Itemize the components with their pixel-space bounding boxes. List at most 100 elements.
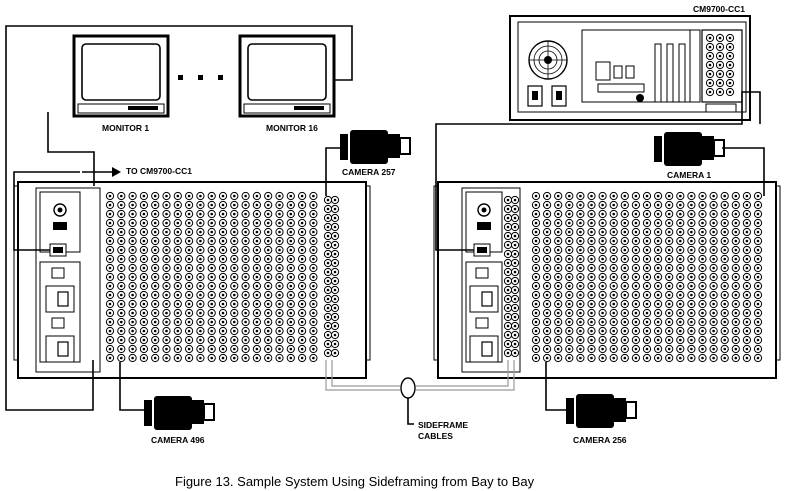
bnc-connector-pin [667,329,671,333]
bnc-connector-pin [645,212,649,216]
bnc-connector-pin [312,347,315,351]
bnc-connector-pin [590,356,593,360]
bnc-connector-pin [712,275,715,279]
bnc-connector-pin [690,239,693,243]
sideframe-connector-pin [333,225,337,229]
camera-256 [566,394,637,428]
bnc-connector-pin [255,347,259,351]
bnc-connector-pin [579,338,582,342]
bnc-connector-pin [534,284,538,288]
bnc-connector-pin [176,302,180,306]
bnc-connector-pin [255,311,259,315]
bnc-connector-pin [656,338,660,342]
bnc-connector-pin [623,302,627,306]
bnc-connector-pin [187,311,191,315]
bnc-connector-pin [199,284,202,288]
bnc-connector-pin [656,257,660,261]
bnc-connector-pin [623,257,627,261]
bnc-connector-pin [701,203,704,207]
bnc-connector-pin [634,302,638,306]
sideframe-connector-pin [513,252,517,256]
sideframe-connector-pin [333,297,337,301]
bnc-connector-pin [266,248,270,252]
bnc-connector-pin [756,329,760,333]
bnc-connector-pin [556,230,560,234]
bnc-connector-pin [210,275,213,279]
bnc-connector-pin [545,302,549,306]
bnc-connector-pin [199,266,202,270]
sideframe-connector-pin [513,279,517,283]
bnc-connector-pin [690,329,693,333]
bnc-connector-pin [221,221,225,225]
cc1-port-pin [708,72,712,76]
sideframe-connector-pin [326,297,330,301]
bnc-connector-pin [734,221,738,225]
bnc-connector-pin [165,329,168,333]
sideframe-connector-pin [333,216,337,220]
bnc-connector-pin [645,203,649,207]
bnc-connector-pin [153,293,157,297]
bnc-connector-pin [534,248,538,252]
bnc-connector-pin [612,248,615,252]
bnc-connector-pin [255,221,259,225]
sideframe-connector-pin [333,324,337,328]
bnc-connector-pin [667,248,671,252]
bnc-connector-pin [667,275,671,279]
bnc-connector-pin [568,302,571,306]
bnc-connector-pin [690,293,693,297]
bnc-connector-pin [289,257,293,261]
bnc-connector-pin [712,311,715,315]
bnc-connector-pin [300,311,304,315]
bnc-connector-pin [120,338,123,342]
bnc-connector-pin [312,248,315,252]
bnc-connector-pin [300,221,304,225]
sideframe-connector-pin [326,216,330,220]
bnc-connector-pin [745,338,749,342]
bnc-connector-pin [210,230,213,234]
bnc-connector-pin [612,230,615,234]
bnc-connector-pin [679,275,682,279]
bnc-connector-pin [289,284,293,288]
sideframe-connector-pin [333,198,337,202]
bnc-connector-pin [165,320,168,324]
bnc-connector-pin [153,248,157,252]
bnc-connector-pin [590,230,593,234]
bnc-connector-pin [278,239,281,243]
bnc-connector-pin [244,212,247,216]
ellipsis-dots [178,75,223,80]
bnc-connector-pin [210,329,213,333]
bnc-connector-pin [142,230,146,234]
bnc-connector-pin [745,347,749,351]
bnc-connector-pin [289,311,293,315]
sideframe-connector-pin [506,270,510,274]
bnc-connector-pin [187,347,191,351]
bnc-connector-pin [278,221,281,225]
bnc-connector-pin [221,338,225,342]
bnc-connector-pin [278,203,281,207]
bnc-connector-pin [266,329,270,333]
bnc-connector-pin [266,230,270,234]
bnc-connector-pin [556,248,560,252]
bnc-connector-pin [534,266,538,270]
sideframe-connector-pin [513,315,517,319]
bnc-connector-pin [165,194,168,198]
bnc-connector-pin [266,275,270,279]
bnc-connector-pin [233,284,236,288]
sideframe-connector-pin [326,270,330,274]
bnc-connector-pin [568,329,571,333]
bnc-connector-pin [244,266,247,270]
arrow-right-icon [112,167,121,177]
bnc-connector-pin [568,338,571,342]
bnc-connector-pin [734,275,738,279]
bnc-connector-pin [199,194,202,198]
camera-496 [144,396,215,430]
bnc-connector-pin [120,221,123,225]
bnc-connector-pin [142,311,146,315]
bnc-connector-pin [645,257,649,261]
bnc-connector-pin [679,338,682,342]
bnc-connector-pin [756,293,760,297]
bnc-connector-pin [667,194,671,198]
bnc-connector-pin [233,347,236,351]
bnc-connector-pin [756,257,760,261]
bnc-connector-pin [210,311,213,315]
